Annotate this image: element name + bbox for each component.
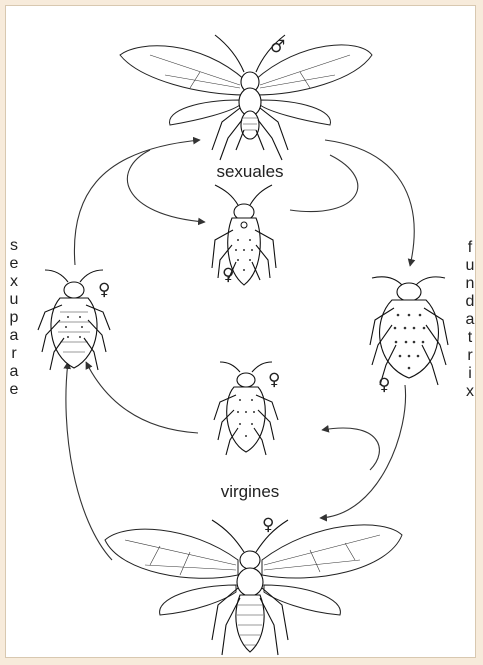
sexuparae-letter: u <box>10 291 19 308</box>
female-symbol-icon: ♀ <box>98 280 110 300</box>
female-symbol-icon: ♀ <box>268 370 280 390</box>
label-sexuales: sexuales <box>216 162 283 181</box>
arrow-virgines-to-sexuparae <box>86 362 198 433</box>
label-fundatrix: f u n d a t r i x <box>466 239 475 400</box>
female-symbol-icon: ♀ <box>378 375 390 395</box>
arrow-egg-return <box>290 155 358 212</box>
fundatrix-aphid <box>370 277 448 385</box>
sexuparae-letter: r <box>11 345 17 362</box>
sexuparae-letter: a <box>10 363 19 380</box>
sexuparae-letter: x <box>10 273 18 290</box>
fundatrix-letter: u <box>466 257 475 274</box>
fundatrix-letter: n <box>466 275 475 292</box>
female-symbol-icon: ♀ <box>222 265 234 285</box>
sexuparae-letter: e <box>10 381 19 398</box>
arrow-sexuales-to-egg <box>127 150 205 222</box>
arrow-fundatrix-to-virgines <box>320 385 406 518</box>
fundatrix-letter: a <box>466 311 475 328</box>
female-symbol-icon: ♀ <box>262 515 274 535</box>
fundatrix-letter: i <box>468 365 472 382</box>
fundatrix-letter: d <box>466 293 475 310</box>
fundatrix-letter: t <box>468 329 473 346</box>
arrow-sexuales-to-fundatrix <box>325 140 414 266</box>
arrow-virgines-loop <box>322 428 379 470</box>
sexuparae-letter: e <box>10 255 19 272</box>
sexuparae-letter: p <box>10 309 19 326</box>
fundatrix-letter: f <box>468 239 473 256</box>
sexuparae-letter: a <box>10 327 19 344</box>
fundatrix-letter: r <box>467 347 473 364</box>
label-sexuparae: s e x u p a r a e <box>10 237 19 398</box>
label-virgines: virgines <box>221 482 280 501</box>
sexuparae-letter: s <box>10 237 18 254</box>
male-symbol-icon: ♂ <box>270 37 285 57</box>
fundatrix-letter: x <box>466 383 474 400</box>
winged-female-aphid <box>105 520 402 655</box>
